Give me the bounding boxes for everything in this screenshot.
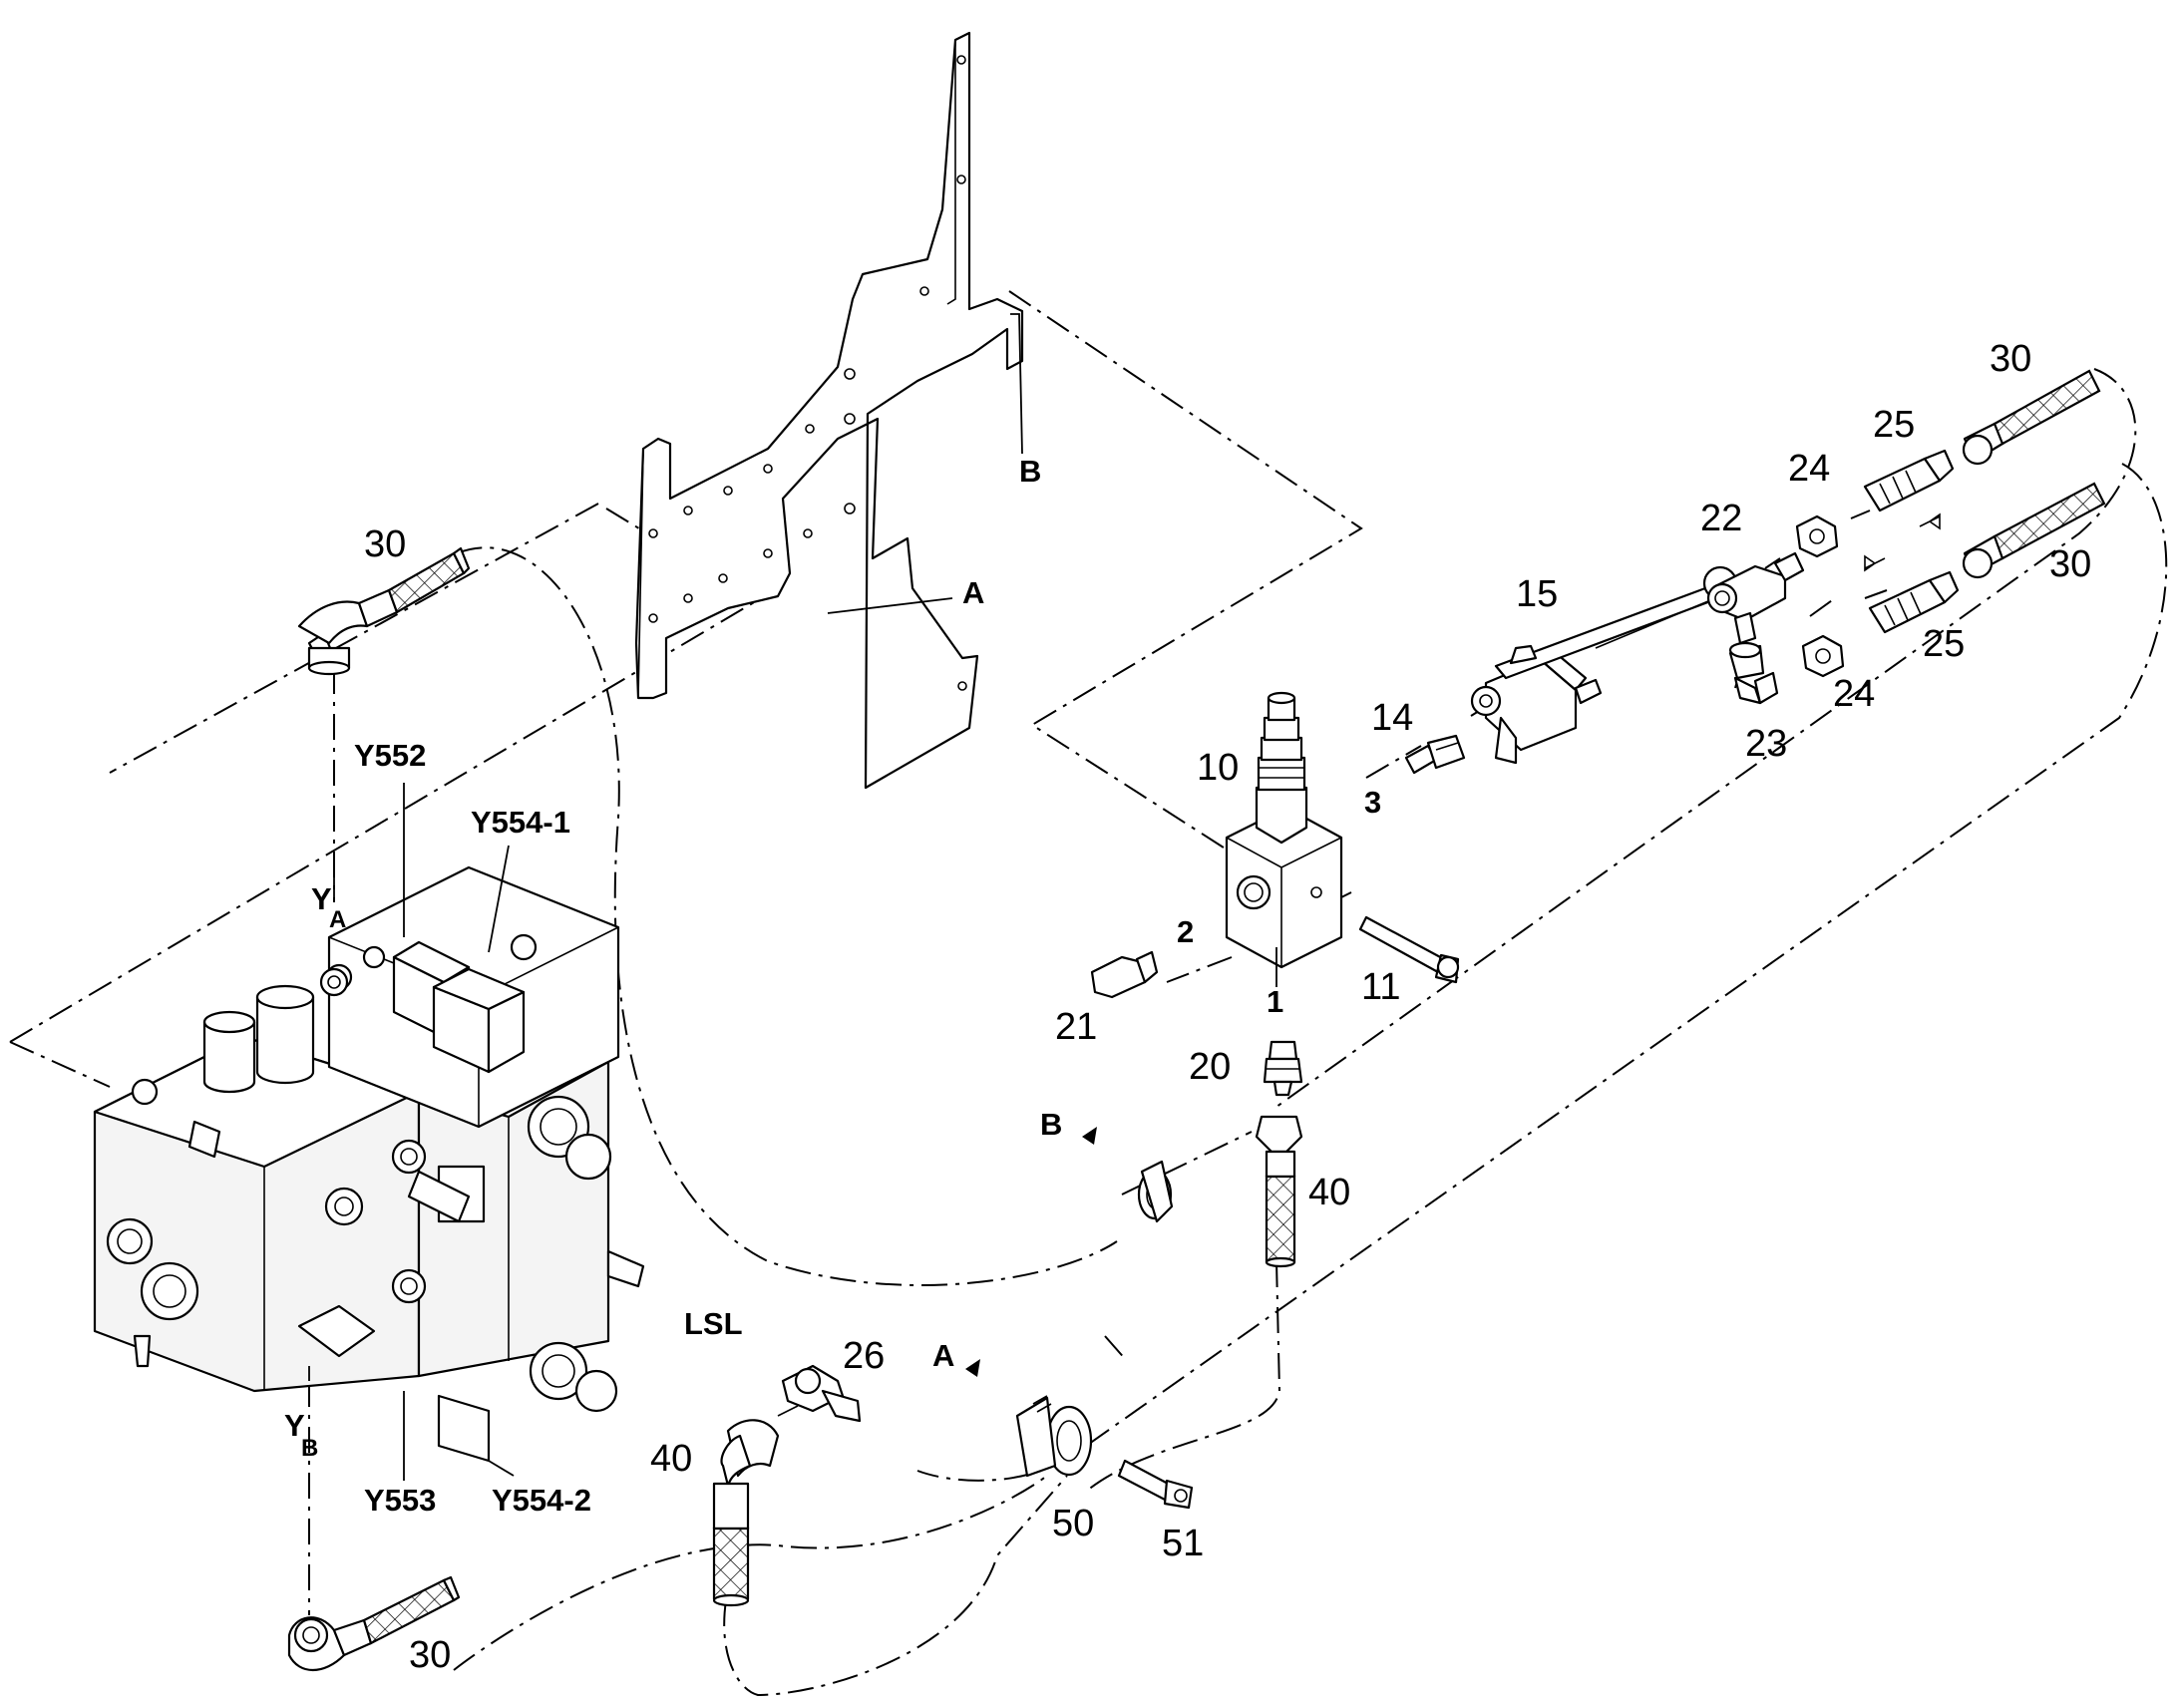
fitting-21 <box>1090 950 1159 999</box>
tee-26 <box>777 1364 862 1423</box>
label-30-upper-left: 30 <box>364 523 406 565</box>
label-30-lower-right: 30 <box>2049 543 2091 585</box>
bolt-51 <box>1117 1459 1194 1510</box>
label-ya-main: Y <box>311 881 332 916</box>
label-port-1: 1 <box>1267 984 1283 1019</box>
clamp-50 <box>1015 1395 1093 1478</box>
label-24-upper: 24 <box>1788 448 1830 490</box>
mounting-bracket <box>634 31 1024 790</box>
label-ref-b-arrow: B <box>1040 1107 1062 1142</box>
fitting-14 <box>1404 734 1466 775</box>
label-20: 20 <box>1189 1046 1231 1088</box>
label-ya-sub: A <box>329 906 346 933</box>
label-30-lower-left: 30 <box>409 1634 451 1676</box>
reference-arrows <box>827 313 1277 1377</box>
label-25-upper: 25 <box>1873 404 1915 446</box>
valve-block-10 <box>1225 691 1343 969</box>
label-21: 21 <box>1055 1006 1097 1048</box>
label-24-lower: 24 <box>1833 673 1875 715</box>
label-22: 22 <box>1700 498 1742 539</box>
valve-15 <box>1470 565 1738 765</box>
label-ref-a-bracket: A <box>962 575 984 610</box>
label-10: 10 <box>1197 747 1239 789</box>
label-ref-a-arrow: A <box>932 1338 954 1373</box>
label-25-lower: 25 <box>1923 623 1965 665</box>
elbow-23 <box>1728 641 1779 705</box>
block-fittings <box>106 933 645 1413</box>
hose-30-lower-right <box>1962 482 2106 579</box>
label-y553: Y553 <box>364 1483 436 1518</box>
label-ref-b-bracket: B <box>1019 454 1041 489</box>
label-40-center: 40 <box>1308 1172 1350 1213</box>
fitting-20 <box>1263 1040 1303 1097</box>
label-40-lower: 40 <box>650 1438 692 1480</box>
hose-40-lower-center <box>712 1419 780 1607</box>
label-26: 26 <box>843 1335 885 1377</box>
control-valve-block <box>93 783 645 1481</box>
port-number-labels: 1 2 3 <box>1177 785 1381 1019</box>
label-30-upper-right: 30 <box>1990 338 2031 380</box>
port-y-labels: Y A Y B <box>284 881 346 1462</box>
label-port-3: 3 <box>1364 785 1381 820</box>
clamp-b <box>1137 1160 1174 1223</box>
part-number-labels: 30 30 30 30 10 11 14 15 20 21 22 23 24 2… <box>364 338 2091 1676</box>
check-valve-25-upper <box>1863 449 1955 512</box>
check-valve-symbols <box>1864 512 1941 572</box>
bolt-11 <box>1358 915 1460 984</box>
label-y554-2: Y554-2 <box>492 1483 591 1518</box>
component-code-labels: Y552 Y554-1 Y553 Y554-2 LSL <box>354 738 743 1518</box>
label-lsl: LSL <box>684 1306 743 1341</box>
hose-40-center <box>1255 1115 1303 1268</box>
tee-22 <box>1706 551 1805 645</box>
hose-30-upper-right <box>1962 369 2101 466</box>
label-23: 23 <box>1745 723 1787 765</box>
label-yb-main: Y <box>284 1408 305 1443</box>
label-51: 51 <box>1162 1523 1204 1564</box>
hose-30-upper-left <box>297 546 471 676</box>
label-14: 14 <box>1371 697 1413 739</box>
hose-30-lower-left <box>287 1575 461 1671</box>
label-y552: Y552 <box>354 738 426 773</box>
check-valve-25-lower <box>1868 570 1960 634</box>
label-11: 11 <box>1361 966 1400 1008</box>
nut-24-lower <box>1801 634 1845 678</box>
label-15: 15 <box>1516 573 1558 615</box>
reference-letter-labels: A B A B <box>932 454 1062 1373</box>
label-yb-sub: B <box>301 1435 318 1462</box>
bracket-holes <box>648 55 967 691</box>
label-port-2: 2 <box>1177 914 1194 949</box>
nut-24-upper <box>1795 514 1839 558</box>
label-y554-1: Y554-1 <box>471 805 570 840</box>
label-50: 50 <box>1052 1503 1094 1544</box>
